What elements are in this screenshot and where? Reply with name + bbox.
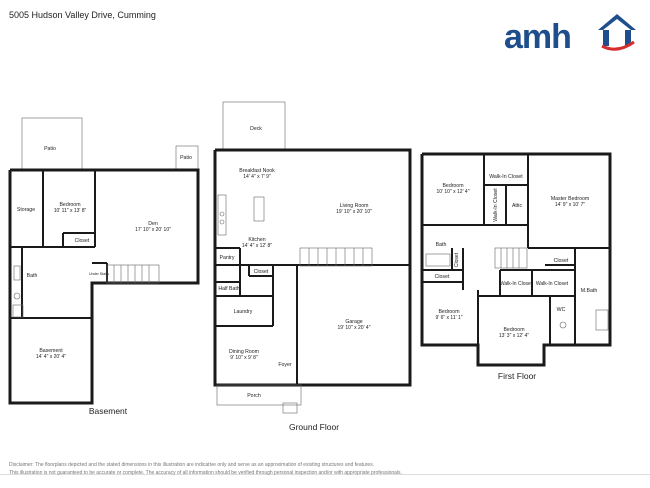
room-label-porch: Porch [247, 393, 261, 399]
room-dims-bedroom-2: 9' 6" x 11' 1" [435, 315, 462, 321]
room-label-deck: Deck [250, 126, 262, 132]
house-roof-icon [598, 14, 636, 51]
ground-floor-plan: Deck Breakfast Nook 14' 4" x 7' 9" Livin… [213, 101, 412, 432]
room-label-bedroom: Bedroom [59, 202, 80, 208]
room-dims-master-bedroom: 14' 9" x 10' 7" [555, 202, 585, 208]
room-label-closet: Closet [75, 238, 90, 244]
disclaimer-line-1: Disclaimer: The floorplans depicted and … [9, 462, 375, 468]
room-label-foyer: Foyer [278, 362, 292, 368]
property-address: 5005 Hudson Valley Drive, Cumming [9, 10, 156, 20]
floor-title-ground: Ground Floor [289, 422, 339, 432]
room-dims-bedroom: 10' 11" x 13' 8" [54, 208, 87, 214]
room-label-half-bath: Half Bath [218, 286, 239, 292]
room-dims-living-room: 19' 10" x 20' 10" [336, 209, 372, 215]
room-label-patio-small: Patio [180, 155, 192, 161]
room-label-bedroom-2: Bedroom [438, 309, 459, 315]
room-label-breakfast-nook: Breakfast Nook [239, 168, 275, 174]
basement-patio-area [21, 117, 83, 171]
room-label-storage: Storage [17, 207, 35, 213]
room-label-walk-in-closet-2: Walk-In Closet [493, 188, 499, 222]
basement-plan: Patio Patio Bedroom 10' 11" x 13' 8" Den… [8, 117, 200, 416]
room-label-walk-in-closet-3: Walk-In Closet [500, 281, 533, 287]
room-dims-bedroom-3: 13' 3" x 12' 4" [499, 333, 529, 339]
room-label-basement: Basement [39, 348, 63, 354]
room-dims-breakfast-nook: 14' 4" x 7' 9" [243, 174, 271, 180]
floor-title-first: First Floor [498, 371, 536, 381]
room-label-closet-2: Closet [435, 274, 450, 280]
room-dims-den: 17' 10" x 20' 10" [135, 227, 171, 233]
room-label-living-room: Living Room [340, 203, 369, 209]
room-label-closet: Closet [254, 269, 269, 275]
room-label-bedroom-3: Bedroom [503, 327, 524, 333]
room-label-pantry: Pantry [220, 255, 235, 261]
floor-title-basement: Basement [89, 406, 128, 416]
room-label-walk-in-closet-1: Walk-In Closet [489, 174, 523, 180]
room-dims-dining-room: 9' 10" x 9' 8" [230, 355, 258, 361]
room-label-closet-1: Closet [454, 252, 460, 267]
room-label-master-bedroom: Master Bedroom [551, 196, 589, 202]
room-label-garage: Garage [345, 319, 362, 325]
room-label-den: Den [148, 221, 158, 227]
room-dims-basement: 14' 4" x 20' 4" [36, 354, 66, 360]
porch-area [216, 384, 302, 406]
room-label-bedroom-1: Bedroom [442, 183, 463, 189]
disclaimer-line-2: This illustration is not guaranteed to b… [9, 470, 402, 476]
first-floor-plan: Bedroom 10' 10" x 12' 4" Walk-In Closet … [420, 152, 612, 381]
room-label-closet-3: Closet [554, 258, 569, 264]
room-dims-bedroom-1: 10' 10" x 12' 4" [437, 189, 470, 195]
room-label-dining-room: Dining Room [229, 349, 259, 355]
room-label-wc: WC [557, 307, 566, 313]
logo-wordmark: amh [504, 18, 572, 56]
room-label-laundry: Laundry [234, 309, 253, 315]
room-label-bath: Bath [27, 273, 38, 279]
room-label-m-bath: M.Bath [581, 288, 598, 294]
room-dims-garage: 19' 10" x 20' 4" [338, 325, 371, 331]
room-label-patio: Patio [44, 146, 56, 152]
room-label-bath: Bath [436, 242, 447, 248]
amh-logo: amh [504, 8, 640, 56]
room-label-attic: Attic [512, 203, 522, 209]
footer-divider [0, 474, 650, 475]
room-label-kitchen: Kitchen [248, 237, 265, 243]
room-label-under-stairs: Under Stairs [89, 272, 109, 276]
room-dims-kitchen: 14' 4" x 12' 8" [242, 243, 272, 249]
room-label-walk-in-closet-4: Walk-In Closet [536, 281, 569, 287]
